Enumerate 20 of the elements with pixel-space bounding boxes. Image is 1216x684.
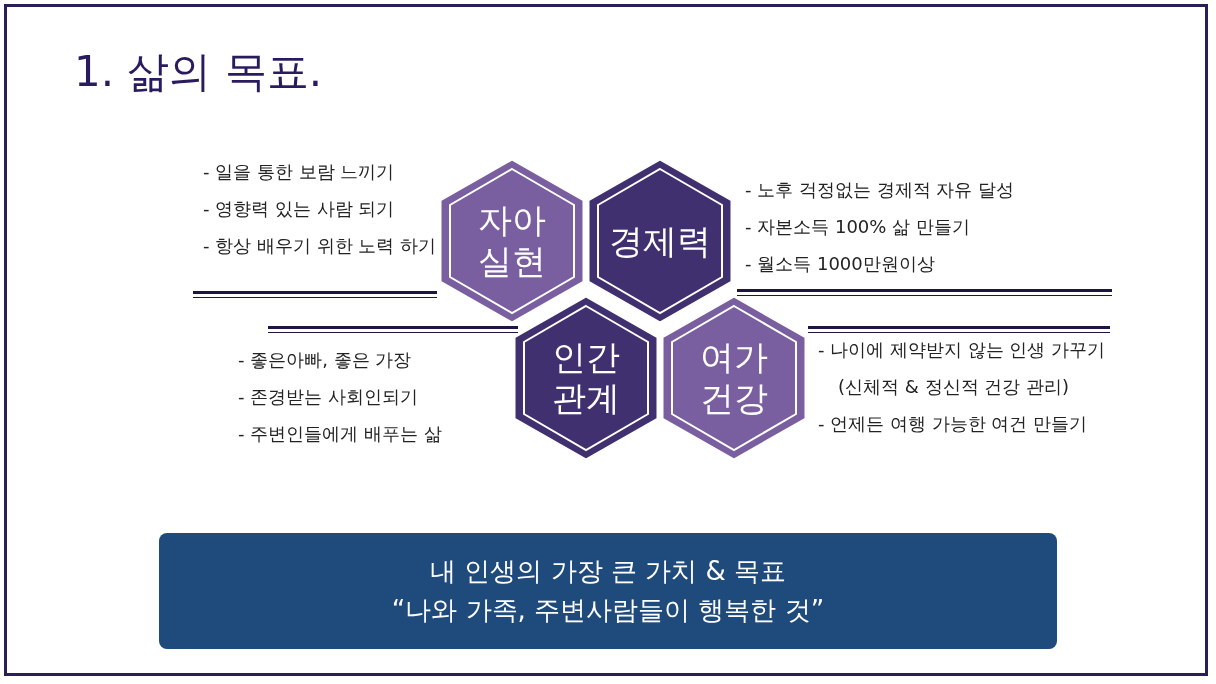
summary-banner: [159, 533, 1057, 649]
hexagon-label: 자아 실현: [477, 200, 547, 282]
bullet-text: - 노후 걱정없는 경제적 자유 달성: [745, 178, 1016, 202]
banner-text: “나와 가족, 주변사람들이 행복한 것”: [391, 594, 825, 627]
bullet-text: (신체적 & 정신적 건강 관리): [837, 375, 1070, 399]
banner-text: 내 인생의 가장 큰 가치 & 목표: [430, 554, 786, 588]
hexagon-label: 인간 관계: [551, 337, 621, 419]
bullet-text: - 존경받는 사회인되기: [238, 385, 419, 409]
bullet-text: - 나이에 제약받지 않는 인생 가꾸기: [818, 338, 1107, 362]
bullet-text: - 일을 통한 보람 느끼기: [203, 160, 396, 184]
bullet-text: - 월소득 1000만원이상: [745, 252, 936, 276]
bullet-text: - 항상 배우기 위한 노력 하기: [203, 234, 437, 258]
bullet-text: - 언제든 여행 가능한 여건 만들기: [818, 412, 1089, 436]
slide-title: 1. 삶의 목표.: [74, 46, 323, 98]
bullet-text: - 주변인들에게 배푸는 삶: [238, 422, 443, 446]
bullet-text: - 자본소득 100% 삶 만들기: [745, 215, 971, 239]
hexagon-label: 여가 건강: [699, 337, 769, 419]
bullet-text: - 영향력 있는 사람 되기: [203, 197, 396, 221]
bullet-text: - 좋은아빠, 좋은 가장: [238, 348, 413, 372]
hexagon-label: 경제력: [609, 220, 711, 262]
